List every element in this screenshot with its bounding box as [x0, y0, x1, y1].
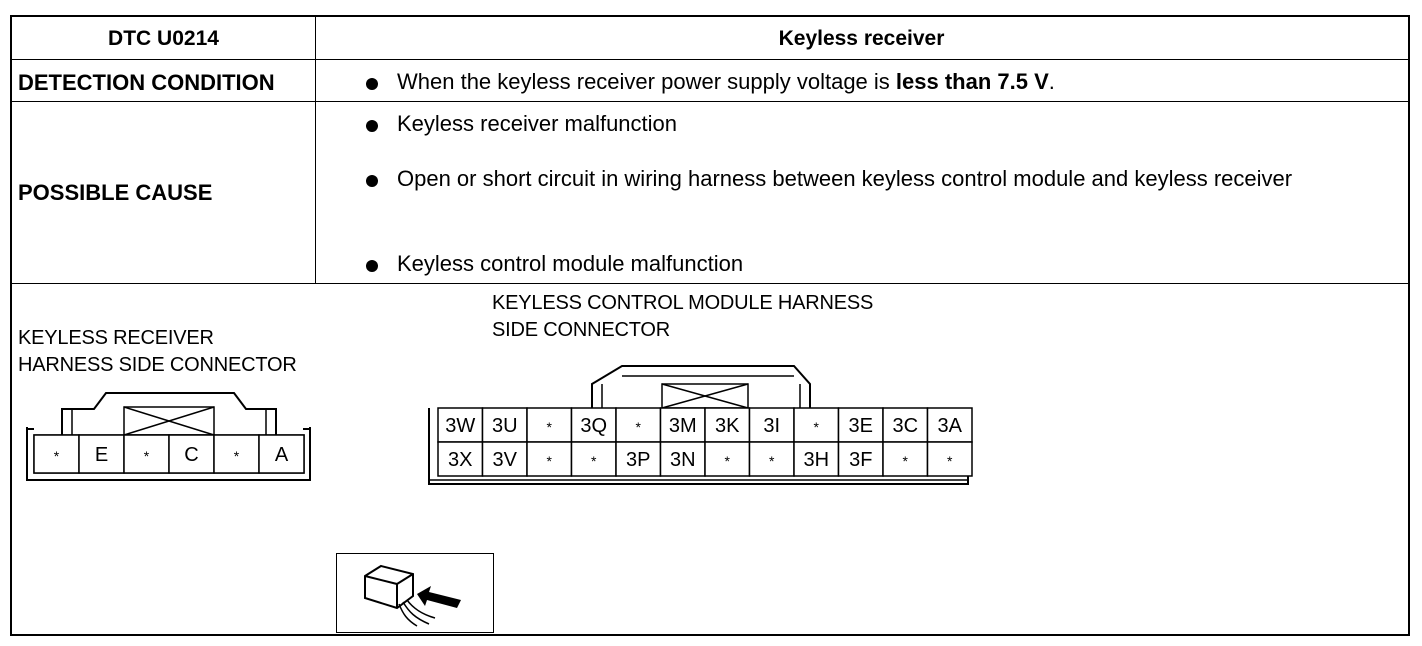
pin-label: * — [814, 419, 820, 435]
pin-label: * — [947, 453, 953, 469]
row-divider — [12, 283, 1408, 284]
pin-label: 3Q — [580, 415, 607, 437]
pin-label: 3P — [626, 449, 650, 471]
pin-label: * — [636, 419, 642, 435]
pin-label: 3I — [763, 415, 780, 437]
module-pin — [659, 441, 706, 477]
pin-label: * — [547, 453, 553, 469]
module-connector-diagram: 3W 3U * 3Q * 3M 3K 3I * 3E 3C 3A 3X 3V * * 3P 3N * * 3H 3F * * — [428, 365, 973, 485]
pin-label: 3V — [493, 449, 518, 471]
pin-label: * — [769, 453, 775, 469]
bullet-icon — [366, 260, 378, 272]
bullet-icon — [366, 175, 378, 187]
module-pin — [882, 441, 929, 477]
receiver-pin — [168, 434, 215, 474]
bullet-icon — [366, 78, 378, 90]
column-divider — [315, 17, 316, 283]
module-pin — [526, 407, 573, 443]
pin-label: 3A — [938, 415, 963, 437]
receiver-connector-diagram: * E * C * A — [26, 392, 311, 481]
pin-label: 3U — [492, 415, 518, 437]
pin-label: 3C — [892, 415, 918, 437]
possible-cause-label: POSSIBLE CAUSE — [18, 180, 213, 205]
receiver-pin — [258, 434, 305, 474]
module-pin — [481, 407, 528, 443]
pin-label: 3N — [670, 449, 696, 471]
pin-label: 3H — [803, 449, 829, 471]
pin-label: E — [95, 444, 108, 466]
pin-label: * — [547, 419, 553, 435]
possible-cause-item: Keyless receiver malfunction — [366, 111, 1337, 139]
receiver-connector-title: KEYLESS RECEIVER HARNESS SIDE CONNECTOR — [18, 327, 297, 376]
module-connector-title: KEYLESS CONTROL MODULE HARNESS SIDE CONN… — [492, 292, 874, 341]
module-pin — [570, 407, 617, 443]
detection-condition-item: When the keyless receiver power supply v… — [366, 69, 1337, 97]
pin-label: 3E — [849, 415, 873, 437]
module-pin — [793, 407, 840, 443]
dtc-code: DTC U0214 — [108, 27, 219, 50]
pin-label: * — [144, 448, 150, 464]
module-pin — [704, 407, 751, 443]
module-pin — [793, 441, 840, 477]
detection-condition-label: DETECTION CONDITION — [18, 70, 275, 95]
pin-label: A — [275, 444, 289, 466]
pin-label: 3M — [669, 415, 697, 437]
pin-label: * — [54, 448, 60, 464]
module-pin — [481, 441, 528, 477]
bullet-icon — [366, 120, 378, 132]
module-pin — [926, 407, 973, 443]
possible-cause-item: Open or short circuit in wiring harness … — [366, 166, 1337, 194]
connector-probe-icon — [336, 553, 494, 633]
module-pin — [926, 441, 973, 477]
pin-label: 3F — [849, 449, 872, 471]
module-pin — [437, 441, 484, 477]
connector-shell — [26, 427, 311, 481]
pin-label: 3W — [445, 415, 475, 437]
module-pin — [615, 407, 662, 443]
module-pin — [615, 441, 662, 477]
module-pin — [882, 407, 929, 443]
pin-label: * — [234, 448, 240, 464]
connector-hood — [591, 365, 811, 408]
pin-label: 3X — [448, 449, 472, 471]
pin-label: C — [184, 444, 198, 466]
connector-hood — [61, 392, 277, 435]
dtc-title: Keyless receiver — [778, 27, 945, 50]
dtc-table: DTC U0214 Keyless receiver DETECTION CON… — [10, 15, 1410, 636]
pin-label: * — [725, 453, 731, 469]
pin-label: * — [903, 453, 909, 469]
module-pin — [659, 407, 706, 443]
row-divider — [12, 59, 1408, 60]
pin-label: * — [591, 453, 597, 469]
receiver-pin — [213, 434, 260, 474]
module-pin — [437, 407, 484, 443]
row-divider — [12, 101, 1408, 102]
pin-label: 3K — [715, 415, 740, 437]
possible-cause-item: Keyless control module malfunction — [366, 251, 1337, 279]
module-pin — [704, 441, 751, 477]
